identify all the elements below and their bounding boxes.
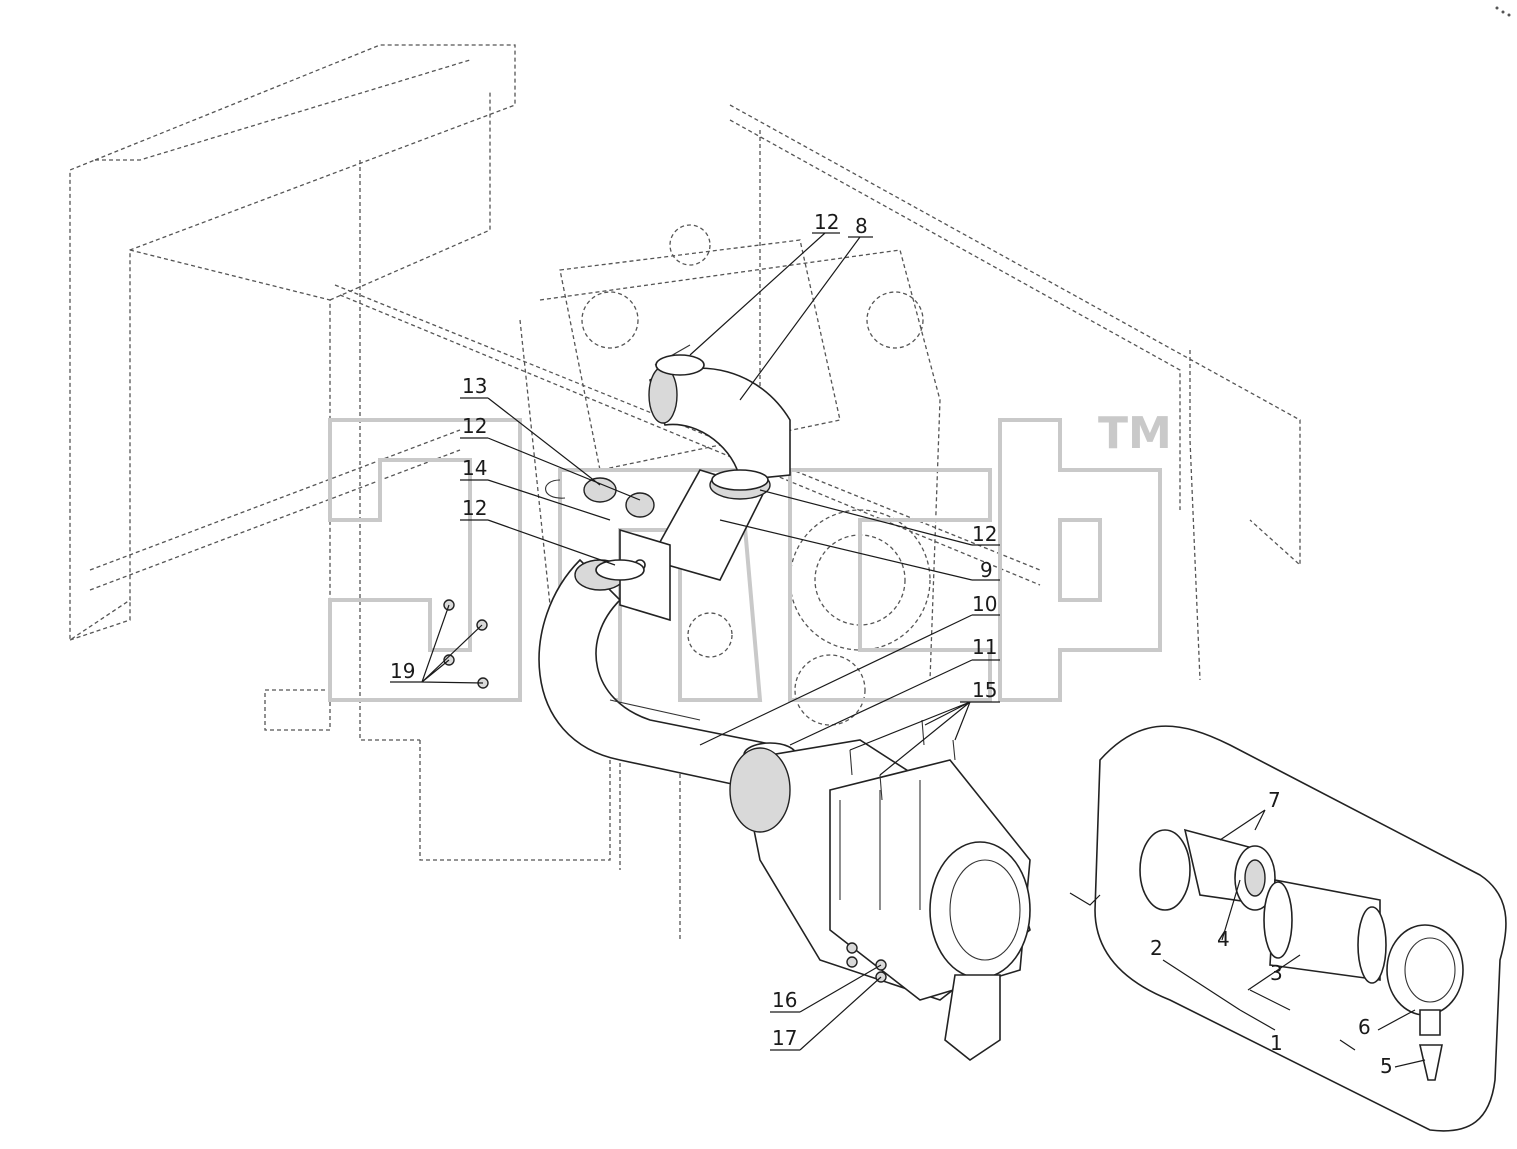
air-cleaner-assembly — [729, 739, 1031, 1061]
callout-13: 12 — [462, 414, 487, 438]
callout-18: 17 — [772, 1026, 797, 1050]
watermark-tm: TM — [1098, 408, 1172, 459]
callout-17: 16 — [772, 988, 797, 1012]
callout-14: 13 — [462, 374, 487, 398]
callout-7: 7 — [1268, 788, 1281, 812]
callout-16: 15 — [972, 678, 997, 702]
nuts-17-18 — [846, 942, 887, 983]
callout-12: 12 — [462, 496, 487, 520]
callout-3: 3 — [1270, 961, 1283, 985]
callout-15: 14 — [462, 456, 487, 480]
callout-1: 1 — [1270, 1031, 1283, 1055]
callout-6: 6 — [1358, 1015, 1371, 1039]
sensor-13-14-15 — [545, 477, 655, 518]
callout-4: 4 — [1217, 927, 1230, 951]
callout-12: 12 — [972, 522, 997, 546]
callout-9: 9 — [980, 558, 993, 582]
callout-8: 8 — [855, 214, 868, 238]
cab-frame-outline — [69, 44, 1301, 940]
corner-mark — [1495, 6, 1511, 17]
callout-5: 5 — [1380, 1054, 1393, 1078]
intake-hose-8 — [648, 344, 791, 481]
callout-19: 19 — [390, 659, 415, 683]
callout-11: 11 — [972, 635, 997, 659]
leader-lines — [390, 232, 1426, 1068]
nuts-19 — [443, 599, 489, 689]
callout-labels: 12 8 13 12 14 12 12 9 10 11 15 19 16 17 … — [390, 210, 1393, 1078]
bolts-16 — [849, 719, 956, 801]
detail-inset — [1069, 725, 1507, 1132]
callout-2: 2 — [1150, 936, 1163, 960]
callout-10: 10 — [972, 592, 997, 616]
callout-12: 12 — [814, 210, 839, 234]
